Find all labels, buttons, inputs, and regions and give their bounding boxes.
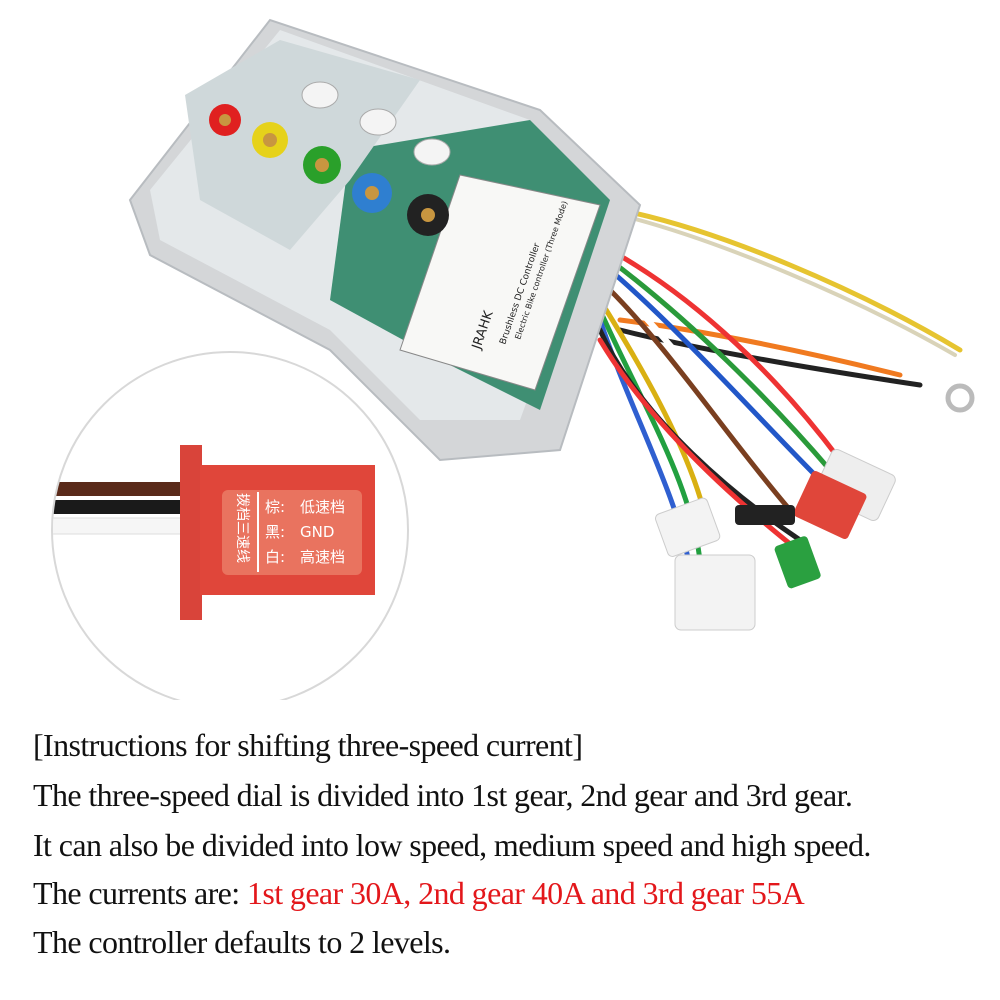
instructions-line-3: The currents are: 1st gear 30A, 2nd gear… — [33, 873, 805, 913]
connector-row-color: 棕: — [265, 498, 285, 516]
product-photo: JRAHK Brushless DC Controller Electric B… — [51, 18, 975, 700]
currents-prefix: The currents are: — [33, 875, 247, 911]
instructions-line-1: The three-speed dial is divided into 1st… — [33, 777, 853, 813]
instructions-line-4: The controller defaults to 2 levels. — [33, 924, 451, 960]
controller: JRAHK Brushless DC Controller Electric B… — [128, 18, 642, 462]
currents-values: 1st gear 30A, 2nd gear 40A and 3rd gear … — [246, 875, 805, 911]
connector-row-value: 高速档 — [300, 548, 345, 566]
red-connector — [793, 470, 867, 540]
green-connector — [774, 536, 821, 589]
white-connector-small — [655, 497, 721, 557]
instructions-line-2: It can also be divided into low speed, m… — [33, 827, 871, 863]
terminals — [209, 104, 449, 236]
white-connector-large — [674, 554, 756, 631]
connector-row-value: 低速档 — [300, 498, 345, 516]
connector-row-color: 白: — [265, 548, 285, 566]
connector-row-color: 黑: — [265, 523, 285, 541]
ring-terminal — [945, 383, 975, 413]
connector-row-value: GND — [300, 523, 334, 541]
connector-closeup: 拨档三速线 棕: 低速档 黑: GND 白: 高速档 — [51, 351, 409, 700]
connector-side-label: 拨档三速线 — [234, 493, 250, 563]
instructions-heading: [Instructions for shifting three-speed c… — [33, 727, 583, 763]
black-connector — [735, 505, 795, 525]
